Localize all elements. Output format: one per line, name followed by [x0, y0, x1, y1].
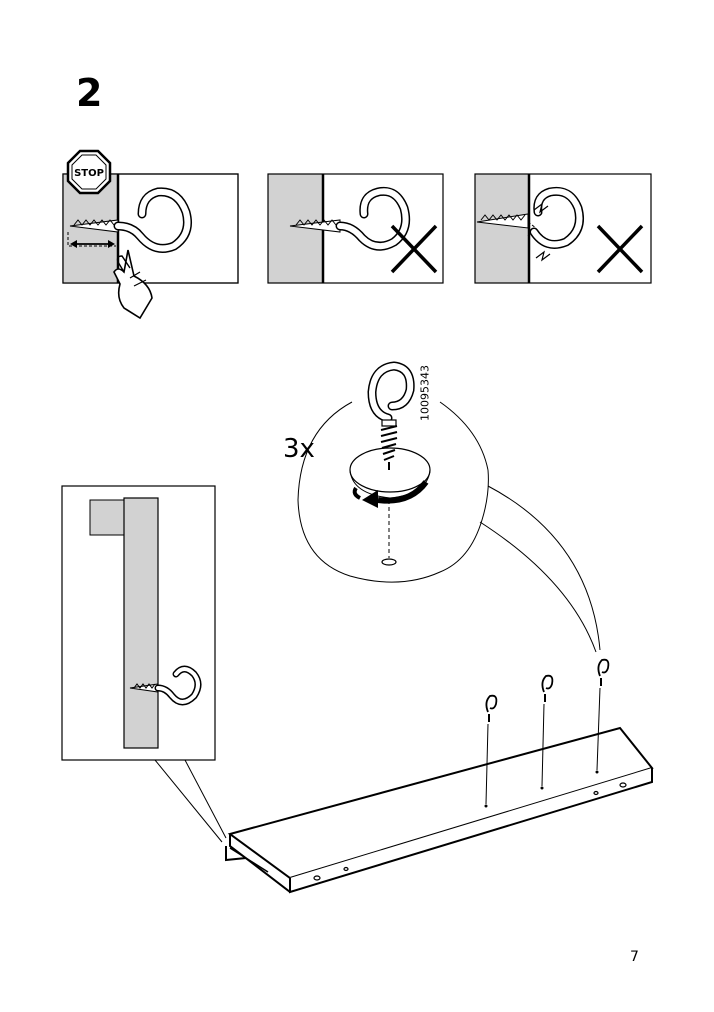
stop-sign-label: STOP: [74, 168, 104, 179]
part-number-label: 10095343: [418, 363, 432, 423]
part-number-text: 10095343: [418, 365, 432, 421]
rotate-arrow-icon: [362, 490, 378, 508]
panel-correct-depth: [62, 173, 239, 320]
cup-hook-icon: [540, 674, 554, 790]
cup-hook-icon: [595, 658, 610, 774]
step-number: 2: [76, 71, 103, 115]
cup-hook-icon: [484, 694, 498, 808]
stop-sign-icon: STOP: [66, 149, 112, 195]
shelf-board: [225, 726, 654, 894]
page-number: 7: [630, 949, 639, 965]
panel-too-shallow: [474, 173, 652, 284]
side-view-detail: [61, 485, 227, 843]
quantity-label: 3x: [283, 434, 315, 464]
panel-too-deep: [267, 173, 444, 284]
detail-callout: [297, 361, 601, 653]
